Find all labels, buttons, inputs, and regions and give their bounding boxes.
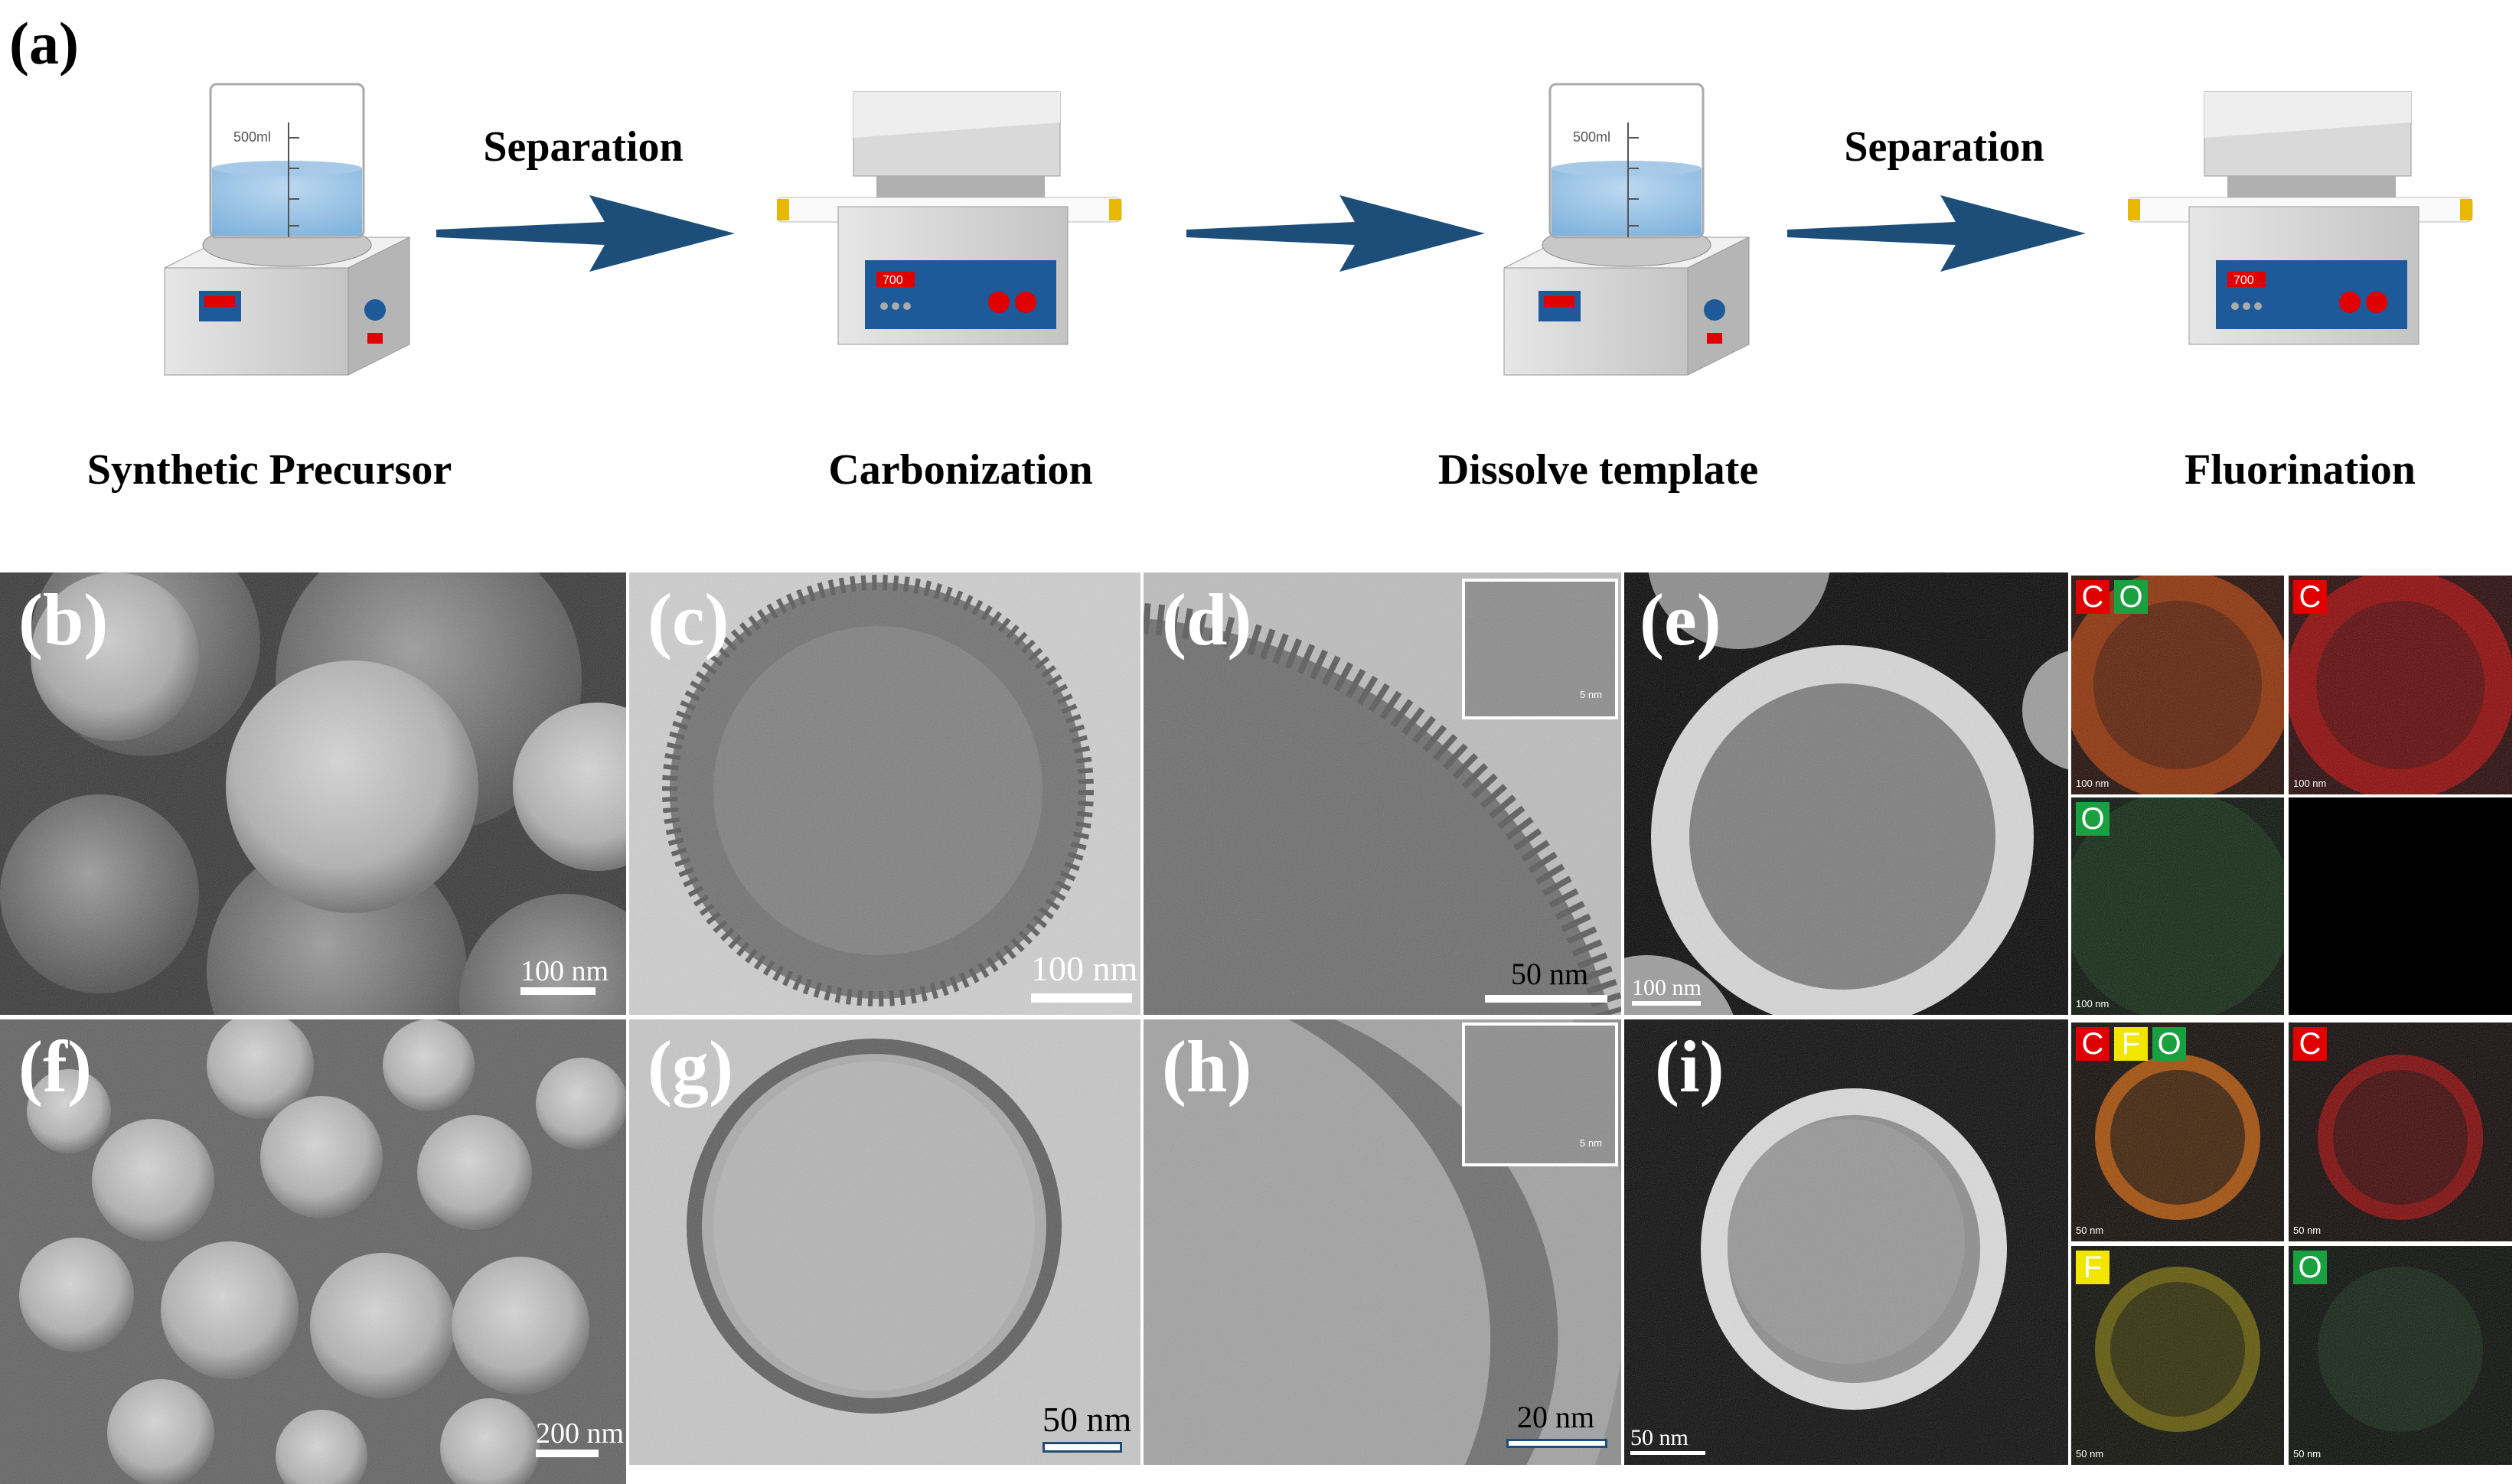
scale-bar-line [520,987,595,995]
eds-map-c-o: C O 100 nm [2071,576,2284,794]
step-label-synthetic-precursor: Synthetic Precursor [86,446,452,494]
eds-map-empty [2289,797,2512,1015]
scale-bar-d: 50 nm [1511,957,1589,991]
panel-f-label: (f) [18,1026,92,1107]
tube-furnace-icon: 700 [777,91,1122,345]
map-scale: 100 nm [2293,778,2327,789]
magnetic-stirrer-beaker-icon: 500ml [164,83,410,376]
eds-map-o: O 100 nm [2071,797,2284,1015]
panel-g-tem-image: (g) 50 nm [629,1019,1140,1465]
scale-bar-c: 100 nm [1031,949,1138,988]
arrow-label-separation: Separation [1844,123,2044,171]
scale-bar-i: 50 nm [1630,1425,1689,1450]
step-label-dissolve-template: Dissolve template [1437,446,1759,494]
panel-c-label: (c) [648,579,729,660]
scale-bar-line [536,1450,599,1457]
panel-i-haadf-image: (i) 50 nm [1624,1019,2068,1465]
inset-scale: 5 nm [1580,1137,1602,1149]
panel-f-sem-image: (f) 200 nm [0,1019,626,1484]
eds-map-c-f-o: C F O 50 nm [2071,1022,2284,1241]
eds-map-c: C 100 nm [2289,576,2512,794]
panel-c-tem-image: (c) 100 nm [629,572,1140,1015]
scale-bar-line [1632,1001,1701,1006]
element-tag-o: O [2076,802,2109,836]
eds-map-o: O 50 nm [2289,1246,2512,1465]
panel-g-label: (g) [648,1026,733,1107]
element-tag-o: O [2114,580,2148,614]
tube-furnace-icon: 700 [2128,91,2473,345]
process-arrow-icon [1787,195,2086,272]
panel-b-sem-image: (b) 100 nm [0,572,626,1015]
scale-bar-b: 100 nm [520,955,609,987]
arrow-label-separation: Separation [483,123,684,171]
map-scale: 50 nm [2293,1225,2322,1236]
element-tag-o: O [2152,1027,2186,1061]
scale-bar-line [1485,995,1607,1003]
step-label-carbonization: Carbonization [828,446,1093,494]
inset-hrtem: 5 nm [1462,579,1618,719]
svg-text:700: 700 [883,274,903,287]
inset-scale: 5 nm [1580,689,1602,700]
map-scale: 50 nm [2076,1448,2104,1460]
scale-bar-line [1043,1442,1122,1453]
eds-map-c: C 50 nm [2289,1022,2512,1241]
process-arrow-icon [436,195,735,272]
step-label-fluorination: Fluorination [2185,446,2416,494]
panel-d-label: (d) [1162,579,1252,660]
element-tag-c: C [2076,580,2109,614]
scale-bar-f: 200 nm [536,1417,625,1450]
scale-bar-h: 20 nm [1517,1400,1595,1434]
scale-bar-line [1506,1439,1607,1448]
svg-text:500ml: 500ml [1573,129,1610,145]
scale-bar-line [1031,993,1132,1003]
svg-text:700: 700 [2233,274,2254,287]
element-tag-c: C [2076,1027,2109,1061]
element-tag-f: F [2114,1027,2148,1061]
panel-h-label: (h) [1162,1026,1252,1107]
map-scale: 100 nm [2076,778,2109,789]
panel-a-label: (a) [9,10,79,77]
panel-i-label: (i) [1655,1026,1724,1107]
panel-b-label: (b) [18,579,109,660]
panel-d-hrtem-image: (d) 5 nm 50 nm [1144,572,1621,1015]
magnetic-stirrer-beaker-icon: 500ml [1503,83,1750,376]
eds-map-f: F 50 nm [2071,1246,2284,1465]
map-scale: 100 nm [2076,998,2109,1009]
scale-bar-g: 50 nm [1043,1400,1132,1439]
element-tag-c: C [2293,580,2327,614]
panel-e-label: (e) [1640,579,1721,660]
panel-h-hrtem-image: (h) 5 nm 20 nm [1144,1019,1621,1465]
element-tag-c: C [2293,1027,2327,1061]
scale-bar-e: 100 nm [1632,975,1702,1000]
process-arrow-icon [1186,195,1485,272]
scale-bar-line [1630,1451,1705,1455]
map-scale: 50 nm [2076,1225,2104,1236]
panel-e-haadf-image: (e) 100 nm [1624,572,2068,1015]
svg-text:500ml: 500ml [233,129,271,145]
inset-hrtem: 5 nm [1462,1022,1618,1166]
element-tag-f: F [2076,1251,2109,1284]
map-scale: 50 nm [2293,1448,2322,1460]
element-tag-o: O [2293,1251,2327,1284]
